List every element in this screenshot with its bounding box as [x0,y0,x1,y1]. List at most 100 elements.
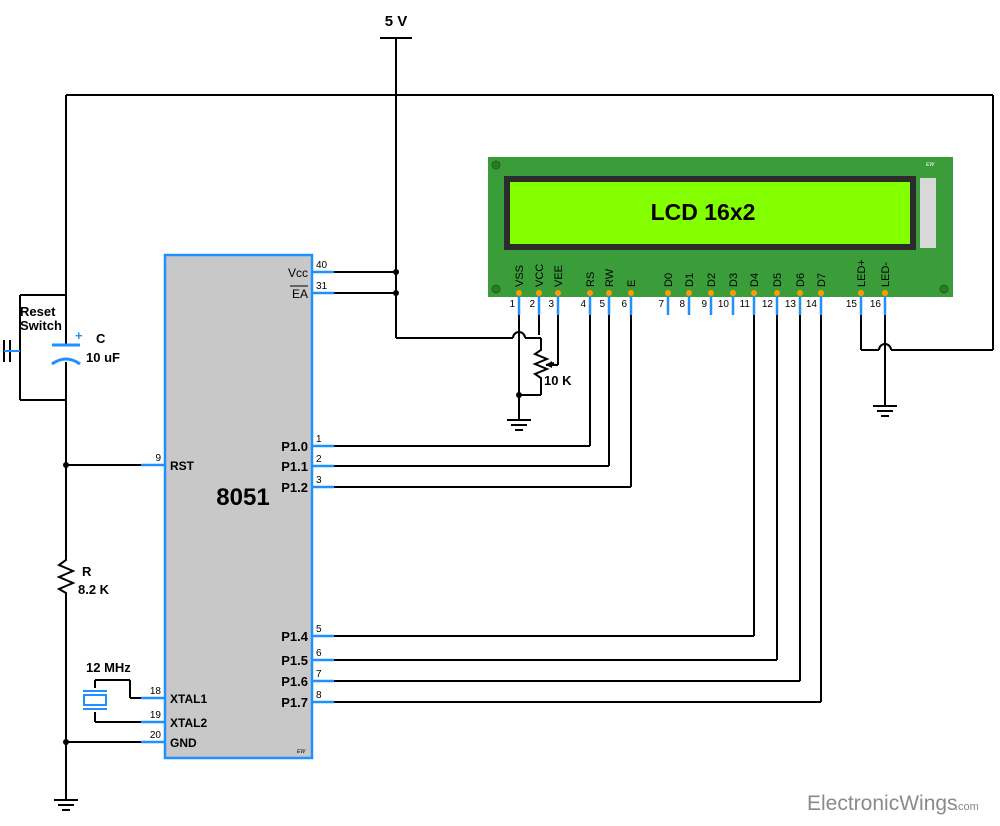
lcd-pin-number: 9 [701,299,707,310]
lcd-mark: EW [926,162,935,168]
lcd-pin-label: RW [604,268,616,287]
lcd-pin-label: VCC [534,264,546,287]
lcd-pin-label: D2 [706,273,718,287]
lcd-pin-label: D6 [795,273,807,287]
lcd-pin-label: D7 [816,273,828,287]
mcu-pin-label: Vcc [288,266,308,280]
lcd-title: LCD 16x2 [651,199,756,225]
mcu-pin-number: 19 [150,710,162,721]
lcd-backlight-connector [920,178,936,248]
mcu-pin-label: P1.0 [281,439,308,454]
mcu-pin-label: EA [292,287,308,301]
lcd-pin-label: VEE [553,265,565,287]
capacitor-plus: + [75,328,83,343]
lcd-pin-label: D5 [772,273,784,287]
mount-hole [491,160,501,170]
mount-hole [491,284,501,294]
lcd-screen [510,182,910,244]
lcd-pin-pad [797,290,803,296]
mcu-pin-number: 40 [316,260,328,271]
crystal-label: 12 MHz [86,660,131,675]
lcd-pin-label: D3 [728,273,740,287]
lcd-pin-pad [708,290,714,296]
lcd-pin-pad [665,290,671,296]
lcd-pin-pad [774,290,780,296]
mcu-pin-label: GND [170,736,197,750]
lcd-pin-number: 10 [718,299,730,310]
mcu-pin-number: 2 [316,454,322,465]
wires [19,37,994,800]
lcd-pin-pad [536,290,542,296]
lcd-pin-number: 3 [548,299,554,310]
supply-label: 5 V [385,13,408,30]
lcd-pin-pad [587,290,593,296]
mcu-right-pins: 40Vcc31EA1P1.02P1.13P1.25P1.46P1.57P1.68… [281,260,334,710]
mcu-body [163,253,314,760]
mcu-pin-number: 9 [155,453,161,464]
mcu-pin-number: 7 [316,669,322,680]
ground-icon [873,405,897,417]
lcd-pin-pad [606,290,612,296]
lcd-pin-number: 8 [679,299,685,310]
lcd-pin-label: D4 [749,273,761,287]
lcd-pin-pad [730,290,736,296]
lcd-pin-number: 7 [658,299,664,310]
lcd-pin-label: D0 [663,273,675,287]
lcd-pin-label: VSS [514,265,526,287]
mcu-pin-label: XTAL1 [170,692,207,706]
lcd-pin-number: 6 [621,299,627,310]
ground-icon [54,799,78,811]
lcd-16x2: LCD 16x2 EW 1 VSS 2 VCC 3 VEE 4 RS 5 RW 6 E 7 D0 8 D1 9 D… [488,157,953,315]
lcd-pin-label: LED- [880,262,892,287]
lcd-pin-number: 16 [870,299,882,310]
capacitor-name: C [96,331,106,346]
lcd-pin-number: 4 [580,299,586,310]
mcu-pin-label: P1.6 [281,674,308,689]
lcd-pin-pad [628,290,634,296]
lcd-pin-pad [686,290,692,296]
mcu-pin-label: P1.5 [281,653,308,668]
lcd-pin-number: 13 [785,299,797,310]
lcd-pin-number: 1 [509,299,515,310]
lcd-pin-pad [555,290,561,296]
mcu-pin-number: 20 [150,730,162,741]
lcd-pin-number: 5 [599,299,605,310]
mcu-pin-number: 5 [316,624,322,635]
mcu-pin-number: 31 [316,281,328,292]
lcd-pin-label: RS [585,272,597,287]
lcd-pin-number: 2 [529,299,535,310]
capacitor-value: 10 uF [86,350,120,365]
reset-label-line1: Reset [20,304,56,319]
lcd-pin-number: 14 [806,299,818,310]
lcd-pin-label: E [626,280,638,287]
mcu-pin-label: P1.7 [281,695,308,710]
lcd-pin-label: D1 [684,273,696,287]
mcu-name: 8051 [216,484,269,511]
lcd-pin-label: LED+ [856,259,868,287]
ground-icon [507,419,531,431]
ground-symbols [54,405,897,811]
mcu-pin-label: P1.2 [281,480,308,495]
watermark: ElectronicWings .com [807,792,979,815]
mcu-pin-number: 6 [316,648,322,659]
pot-value: 10 K [544,373,572,388]
reset-label-line2: Switch [20,318,62,333]
potentiometer: 10 K [532,345,572,388]
resistor-name: R [82,564,92,579]
mcu-pin-number: 18 [150,686,162,697]
mcu-pin-label: P1.4 [281,629,309,644]
junction-dots [63,269,522,745]
lcd-pins: 1VSS2VCC3VEE4RS5RW6E7D08D19D210D311D412D… [509,259,892,315]
reset-switch: Reset Switch [3,304,62,362]
lcd-pin-number: 15 [846,299,858,310]
mcu-pin-number: 8 [316,690,322,701]
mount-hole [939,284,949,294]
mcu-pin-label: RST [170,459,195,473]
lcd-pin-pad [751,290,757,296]
lcd-pin-pad [818,290,824,296]
lcd-pin-number: 11 [740,299,751,310]
capacitor: + C 10 uF [51,328,120,366]
